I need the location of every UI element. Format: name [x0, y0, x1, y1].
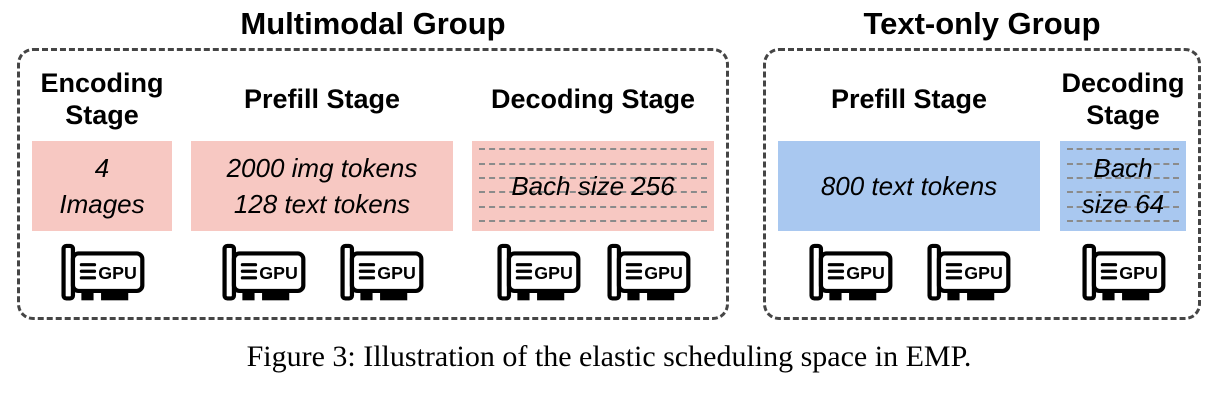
encoding-gpu-row: GPU: [32, 243, 172, 307]
gpu-icon-label: GPU: [847, 263, 886, 283]
multimodal-decoding-stage-content: Bach size 256: [511, 170, 675, 201]
multimodal-prefill-gpu-row: GPU GPU: [191, 243, 453, 307]
gpu-icon-label: GPU: [964, 263, 1003, 283]
gpu-icon: GPU: [809, 243, 893, 301]
encoding-stage-header: Encoding Stage: [40, 68, 164, 130]
textonly-decoding-stage-content: Bach size 64: [1081, 152, 1165, 219]
figure: Multimodal Group Encoding Stage 4 Images: [10, 6, 1208, 373]
gpu-icon-label: GPU: [98, 263, 137, 283]
multimodal-decoding-stage: Decoding Stage Bach size 256: [472, 59, 714, 307]
gpu-icon: GPU: [340, 243, 424, 301]
multimodal-prefill-stage-box: 2000 img tokens 128 text tokens: [191, 141, 453, 231]
multimodal-group: Multimodal Group Encoding Stage 4 Images: [17, 6, 729, 320]
textonly-prefill-stage: Prefill Stage 800 text tokens GPU: [778, 59, 1040, 307]
gpu-icon: GPU: [61, 243, 145, 301]
dashed-line: [1067, 162, 1179, 165]
gpu-icon: GPU: [1082, 243, 1166, 301]
multimodal-decoding-gpu-row: GPU GPU: [472, 243, 714, 307]
dashed-line: [479, 148, 707, 151]
textonly-prefill-stage-content: 800 text tokens: [820, 170, 998, 201]
gpu-icon: GPU: [222, 243, 306, 301]
gpu-icon: GPU: [607, 243, 691, 301]
diagram: Multimodal Group Encoding Stage 4 Images: [10, 6, 1208, 320]
encoding-stage: Encoding Stage 4 Images GPU: [32, 59, 172, 307]
dashed-line: [1067, 205, 1179, 208]
encoding-stage-box: 4 Images: [32, 141, 172, 231]
gpu-icon-label: GPU: [1119, 263, 1158, 283]
dashed-line: [479, 220, 707, 223]
textonly-prefill-stage-box: 800 text tokens: [778, 141, 1040, 231]
textonly-group: Text-only Group Prefill Stage 800 text t…: [763, 6, 1201, 320]
dashed-line: [479, 162, 707, 165]
dashed-line: [479, 177, 707, 179]
gpu-icon: GPU: [497, 243, 581, 301]
dashed-line: [1067, 220, 1179, 223]
multimodal-prefill-stage-content: 2000 img tokens 128 text tokens: [226, 152, 418, 219]
textonly-group-title: Text-only Group: [863, 6, 1101, 41]
textonly-prefill-stage-header: Prefill Stage: [830, 84, 988, 115]
gpu-icon-label: GPU: [260, 263, 299, 283]
dashed-line: [1067, 148, 1179, 151]
gpu-icon: GPU: [927, 243, 1011, 301]
batch-lines: [1060, 141, 1186, 231]
multimodal-group-title: Multimodal Group: [240, 6, 506, 41]
multimodal-prefill-stage-header: Prefill Stage: [243, 84, 401, 115]
textonly-group-box: Prefill Stage 800 text tokens GPU: [763, 48, 1201, 320]
multimodal-group-box: Encoding Stage 4 Images GPU: [17, 48, 729, 320]
dashed-line: [1067, 191, 1179, 194]
gpu-icon-label: GPU: [377, 263, 416, 283]
textonly-decoding-stage-box: Bach size 64: [1060, 141, 1186, 231]
textonly-decoding-stage-header: Decoding Stage: [1061, 68, 1185, 130]
dashed-line: [1067, 177, 1179, 179]
textonly-decoding-stage: Decoding Stage Bach size 64: [1060, 59, 1186, 307]
encoding-stage-content: 4 Images: [59, 152, 145, 219]
multimodal-decoding-stage-box: Bach size 256: [472, 141, 714, 231]
textonly-prefill-gpu-row: GPU GPU: [778, 243, 1040, 307]
multimodal-prefill-stage: Prefill Stage 2000 img tokens 128 text t…: [191, 59, 453, 307]
textonly-decoding-gpu-row: GPU: [1060, 243, 1186, 307]
dashed-line: [479, 205, 707, 208]
multimodal-decoding-stage-header: Decoding Stage: [490, 84, 696, 115]
batch-lines: [472, 141, 714, 231]
gpu-icon-label: GPU: [645, 263, 684, 283]
figure-caption: Figure 3: Illustration of the elastic sc…: [246, 340, 972, 373]
gpu-icon-label: GPU: [534, 263, 573, 283]
dashed-line: [479, 191, 707, 194]
